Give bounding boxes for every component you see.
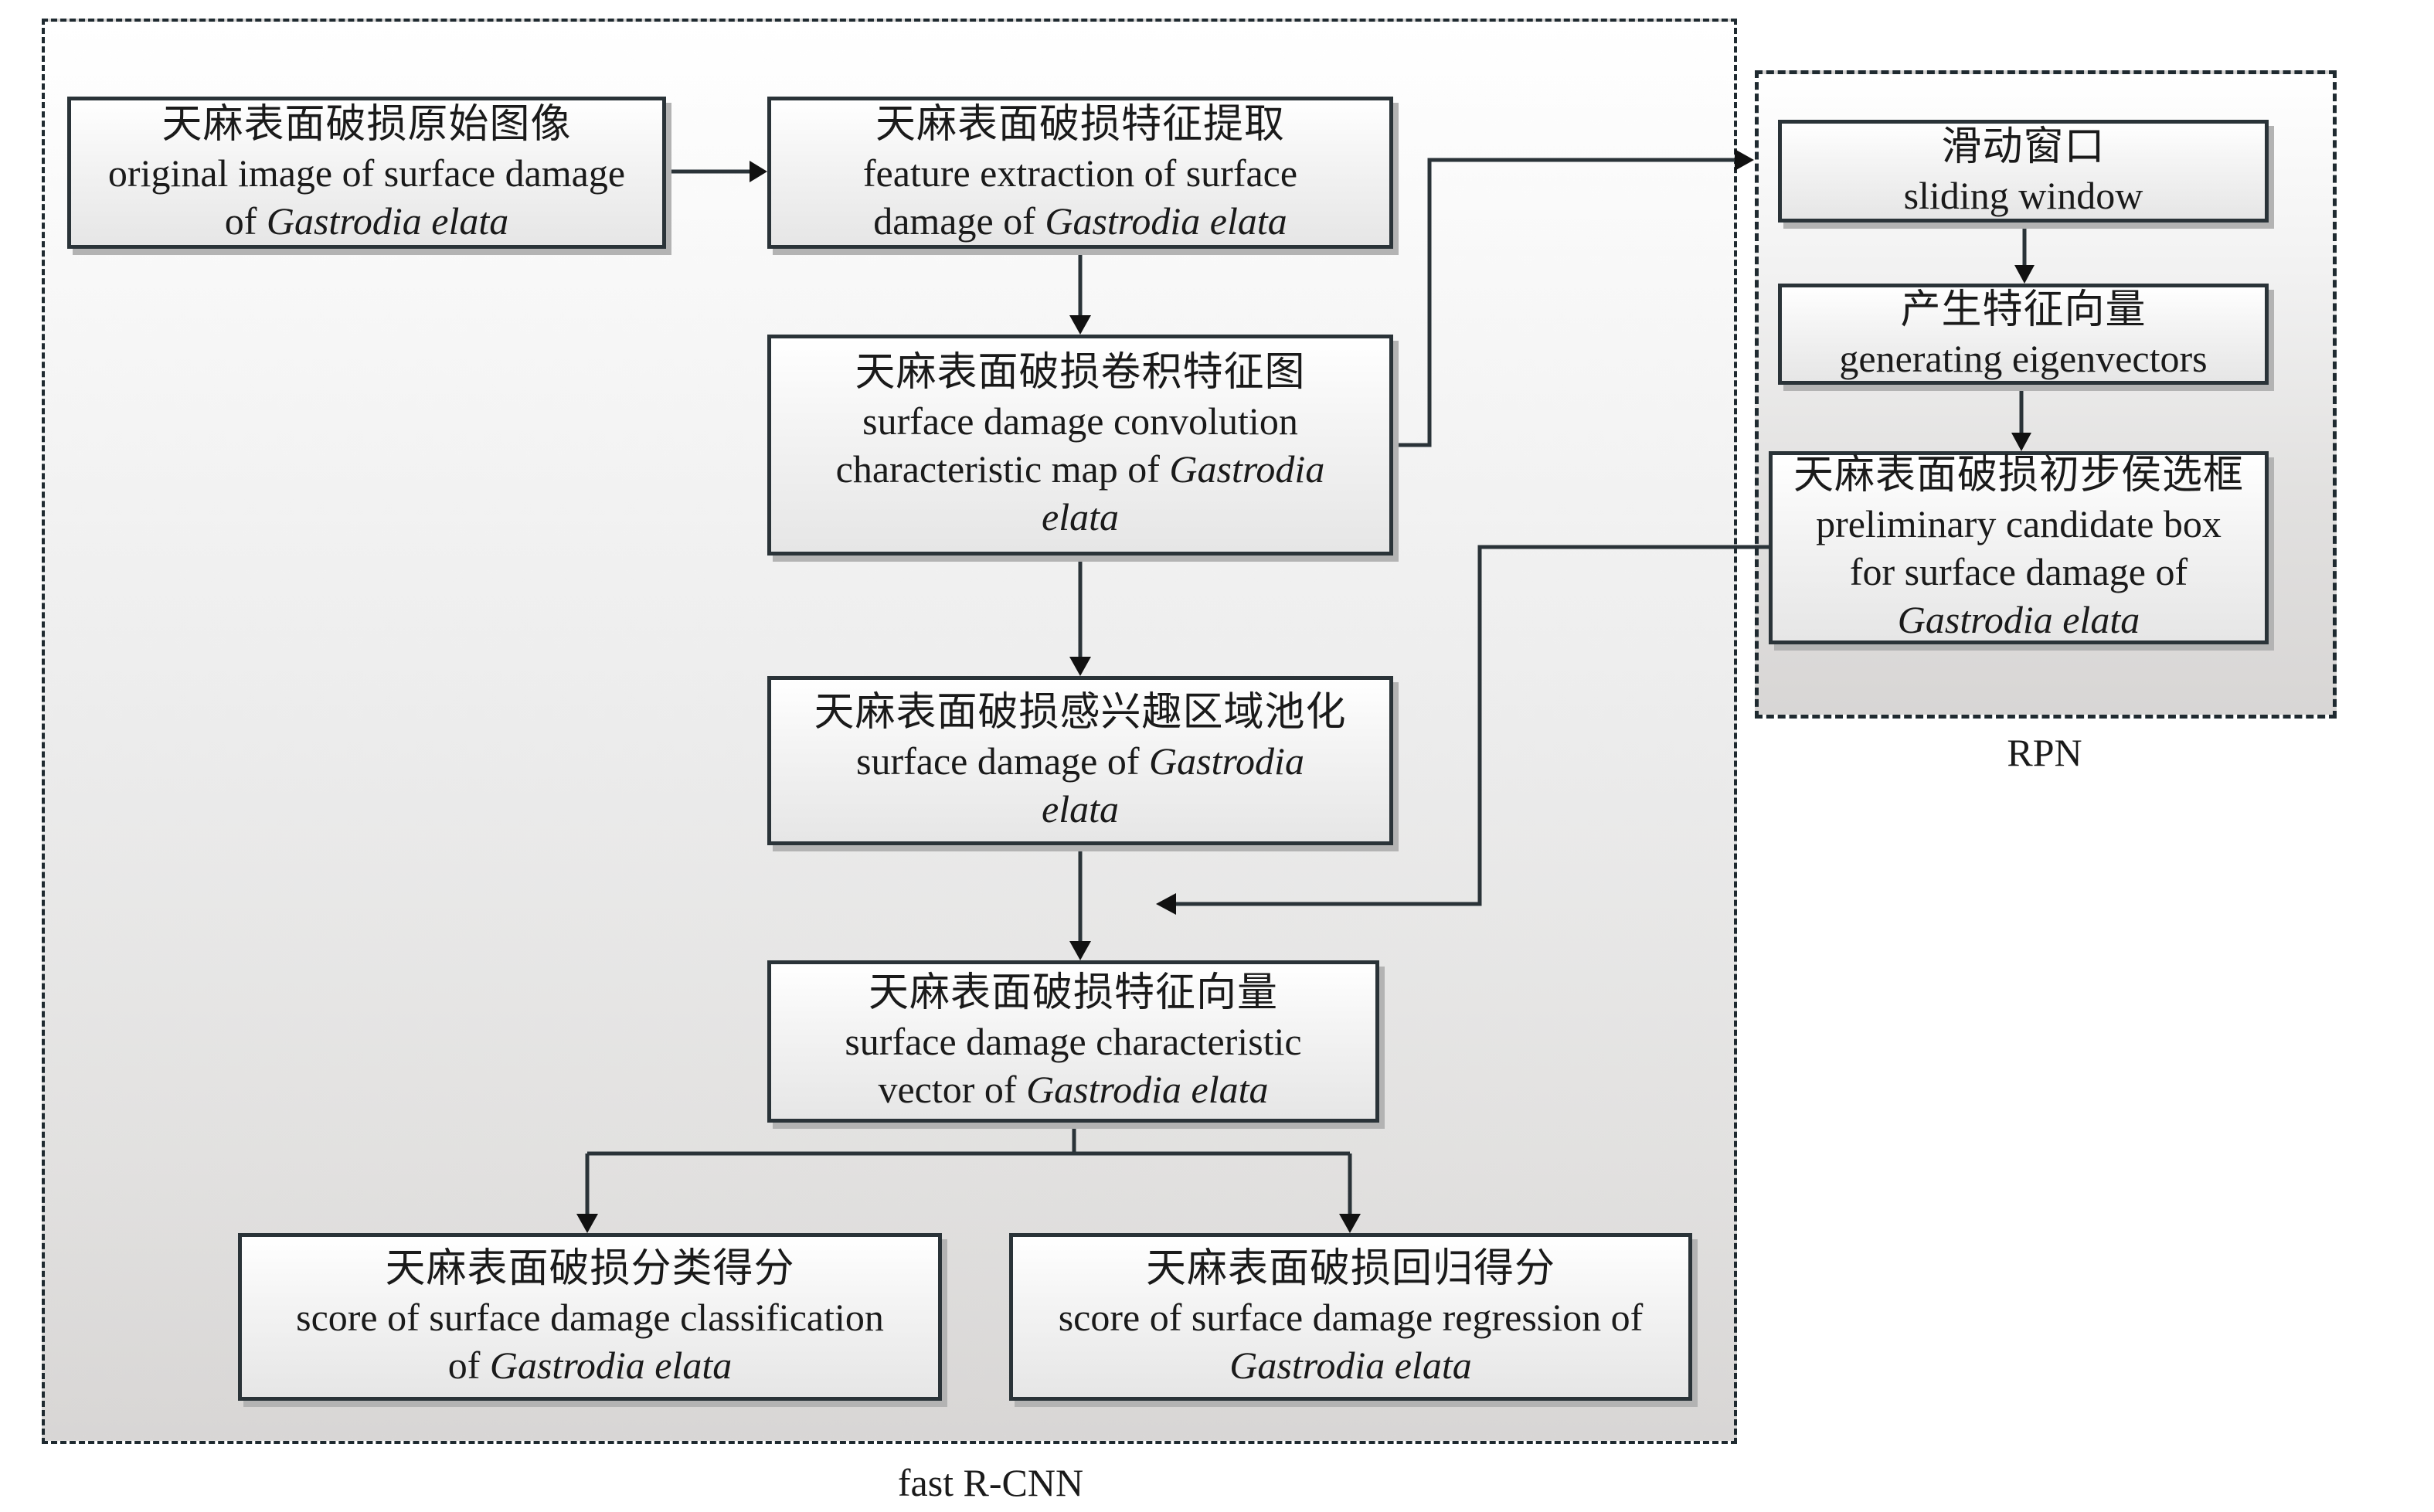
node-title-en-line: sliding window: [1904, 172, 2143, 219]
rpn-label: RPN: [2007, 731, 2082, 774]
node-title-en-line: original image of surface damage: [108, 149, 625, 197]
species-name: elata: [1042, 495, 1119, 539]
node-title-en-line: of Gastrodia elata: [448, 1341, 733, 1389]
node-title-zh: 天麻表面破损初步侯选框: [1793, 454, 2244, 498]
node-title-zh: 天麻表面破损特征提取: [875, 102, 1285, 147]
node-title-zh: 天麻表面破损回归得分: [1145, 1246, 1555, 1291]
species-name: Gastrodia elata: [266, 199, 509, 243]
node-title-zh: 天麻表面破损特征向量: [868, 971, 1278, 1015]
node-title-zh: 天麻表面破损原始图像: [161, 102, 572, 147]
species-name: Gastrodia elata: [1026, 1068, 1269, 1111]
node-text: characteristic map of: [835, 447, 1170, 491]
node-text: original image of surface damage: [107, 151, 626, 195]
node-title-en-line: score of surface damage regression of: [1059, 1293, 1644, 1341]
node-regression-score: 天麻表面破损回归得分 score of surface damage regre…: [1009, 1233, 1692, 1401]
node-text: surface damage of: [856, 739, 1149, 783]
node-title-en-line: elata: [1042, 785, 1119, 833]
node-roi-pooling: 天麻表面破损感兴趣区域池化 surface damage of Gastrodi…: [767, 676, 1393, 845]
node-eigenvectors: 产生特征向量 generating eigenvectors: [1778, 284, 2269, 385]
species-name: Gastrodia: [1149, 739, 1304, 783]
node-title-en-line: elata: [1042, 493, 1119, 541]
node-feature-extraction: 天麻表面破损特征提取 feature extraction of surface…: [767, 97, 1393, 249]
node-text: surface damage characteristic: [845, 1020, 1302, 1063]
node-text: feature extraction of surface: [862, 151, 1298, 195]
node-title-zh: 产生特征向量: [1900, 287, 2147, 332]
species-name: Gastrodia elata: [1229, 1343, 1472, 1387]
node-feature-vector: 天麻表面破损特征向量 surface damage characteristic…: [767, 960, 1379, 1123]
species-name: Gastrodia: [1169, 447, 1325, 491]
node-title-en-line: preliminary candidate box: [1816, 500, 2222, 548]
node-title-en-line: Gastrodia elata: [1898, 596, 2140, 644]
node-title-en-line: surface damage of Gastrodia: [856, 737, 1304, 785]
species-name: Gastrodia elata: [1897, 598, 2140, 641]
node-title-zh: 天麻表面破损卷积特征图: [855, 351, 1306, 395]
node-text: score of surface damage regression of: [1058, 1295, 1644, 1339]
node-sliding-window: 滑动窗口 sliding window: [1778, 120, 2269, 223]
node-title-en-line: feature extraction of surface: [863, 149, 1297, 197]
species-name: Gastrodia elata: [489, 1343, 733, 1387]
species-name: elata: [1042, 787, 1119, 831]
fast-rcnn-label: fast R-CNN: [897, 1461, 1084, 1504]
node-title-en-line: damage of Gastrodia elata: [873, 197, 1287, 245]
node-title-en-line: for surface damage of: [1850, 548, 2188, 596]
node-title-zh: 天麻表面破损分类得分: [385, 1246, 795, 1291]
node-title-en-line: characteristic map of Gastrodia: [836, 445, 1325, 493]
node-title-en-line: Gastrodia elata: [1229, 1341, 1471, 1389]
node-original-image: 天麻表面破损原始图像 original image of surface dam…: [67, 97, 666, 249]
node-title-en-line: vector of Gastrodia elata: [878, 1065, 1268, 1113]
node-text: damage of: [873, 199, 1045, 243]
node-title-en-line: surface damage convolution: [862, 397, 1298, 445]
node-candidate-box: 天麻表面破损初步侯选框 preliminary candidate box for…: [1769, 451, 2269, 644]
node-title-en-line: of Gastrodia elata: [225, 197, 509, 245]
node-text: for surface damage of: [1849, 550, 2188, 593]
node-text: of: [447, 1343, 490, 1387]
node-title-en-line: surface damage characteristic: [845, 1018, 1301, 1065]
node-text: vector of: [878, 1068, 1027, 1111]
node-title-en-line: score of surface damage classification: [296, 1293, 884, 1341]
node-title-zh: 天麻表面破损感兴趣区域池化: [814, 690, 1347, 735]
node-text: sliding window: [1903, 173, 2143, 217]
node-classification-score: 天麻表面破损分类得分 score of surface damage class…: [238, 1233, 942, 1401]
node-title-zh: 滑动窗口: [1941, 124, 2106, 169]
node-text: generating eigenvectors: [1839, 336, 2208, 380]
species-name: Gastrodia elata: [1045, 199, 1287, 243]
node-text: score of surface damage classification: [296, 1295, 884, 1339]
node-text: preliminary candidate box: [1816, 502, 2222, 545]
node-title-en-line: generating eigenvectors: [1839, 335, 2207, 382]
node-text: of: [224, 199, 267, 243]
node-text: surface damage convolution: [862, 399, 1298, 443]
arrowhead-icon: [1735, 149, 1754, 171]
